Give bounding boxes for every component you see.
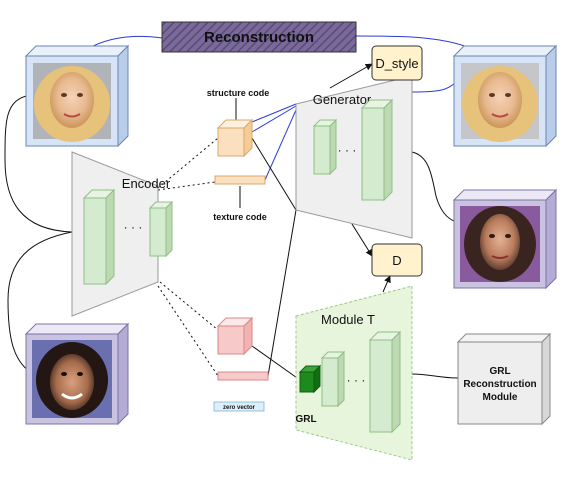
grl-module-line3: Module [483,392,518,403]
blonde-face-image [33,63,111,142]
d-box: D [371,243,423,277]
grl-block [299,371,315,393]
title: Reconstruction [204,29,314,46]
texture-code-label: texture code [213,212,267,222]
encoder-layer-2 [149,207,167,257]
dark-haired-face-image [32,340,112,418]
pink-texture-code [217,371,269,381]
blonde-face-output-image [461,63,539,142]
d-label: D [392,253,401,268]
generator: Generator · · · [295,75,413,239]
input-face-bottom-frame [24,322,130,426]
grl-label: GRL [295,414,316,425]
d-style-box: D_style [371,45,423,81]
texture-code: texture code [213,175,267,222]
encoder-layer-1 [83,197,107,285]
structure-code-label: structure code [207,88,270,98]
grl-reconstruction-module: GRL Reconstruction Module [456,332,552,426]
connectors [4,35,471,381]
zero-vector-tag: zero vector [213,401,265,412]
grl-module-line1: GRL [489,366,510,377]
module-t-layer-1 [321,357,339,407]
brunette-face-image [460,206,540,282]
d-style-label: D_style [375,56,418,71]
input-face-top-frame [24,44,130,148]
output-face-top-frame [452,44,558,148]
module-t-layer-2 [369,339,393,433]
grl-module-line2: Reconstruction [463,379,536,390]
encoder: Encoder · · · [71,151,174,317]
zero-vector-label: zero vector [223,405,256,411]
generator-layer-2 [361,107,385,201]
encoder-dots: · · · [124,220,143,234]
module-t: Module T GRL · · · [295,285,413,461]
generator-layer-1 [313,125,331,175]
structure-code: structure code [207,88,270,158]
module-t-label: Module T [321,312,375,327]
generator-dots: · · · [338,143,357,157]
generator-label: Generator [313,92,372,107]
pink-structure-code [216,316,254,356]
encoder-label: Encoder [122,176,171,191]
output-face-middle-frame [452,188,558,290]
reconstruction-banner: Reconstruction [161,21,357,53]
module-t-dots: · · · [347,373,366,387]
